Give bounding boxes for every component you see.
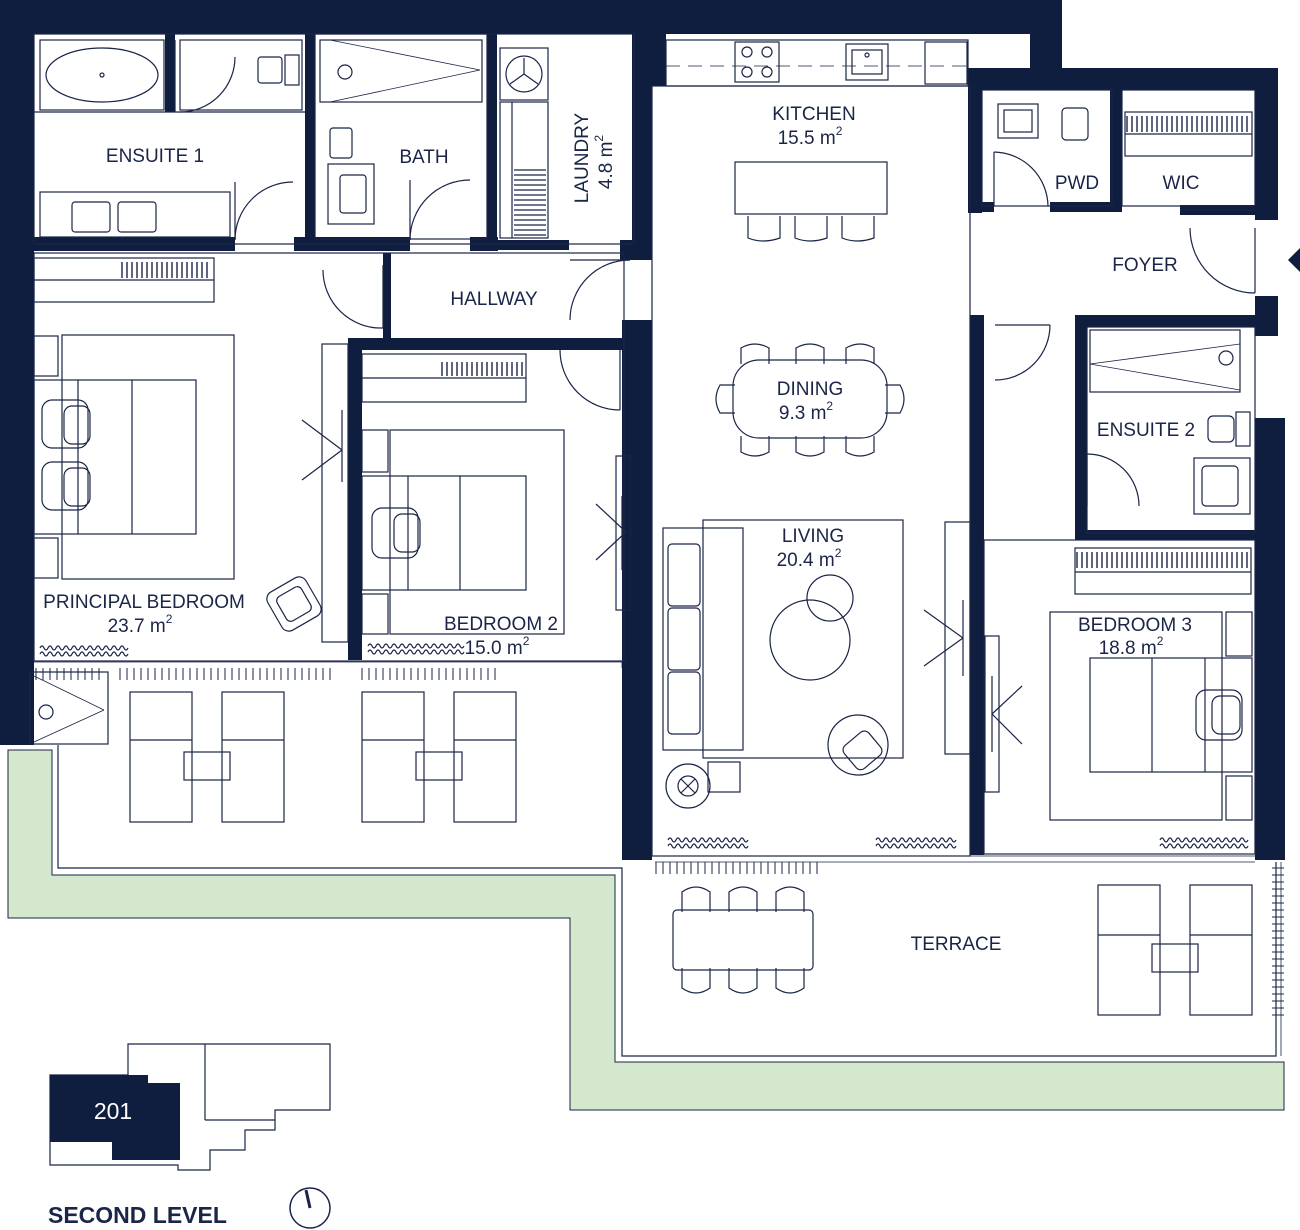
bedroom2-label: BEDROOM 2	[444, 614, 558, 635]
pwd-wic-fixtures	[993, 103, 1256, 294]
curtains	[39, 643, 1249, 849]
ensuite2-fixtures	[994, 324, 1251, 515]
living-label: LIVING	[782, 526, 844, 547]
laundry-label: LAUNDRY	[572, 112, 593, 203]
dining-furniture	[715, 343, 905, 457]
dining-chair	[795, 436, 825, 457]
ensuite1-fixtures	[39, 39, 303, 241]
kitchen-label: KITCHEN	[772, 104, 855, 125]
terrace-boundary	[30, 661, 1282, 1057]
wic-label: WIC	[1163, 173, 1200, 194]
curtain	[1159, 837, 1249, 843]
bedroom3-furniture	[984, 547, 1253, 821]
terrace-furniture	[29, 671, 1253, 1016]
bedroom2-furniture	[361, 349, 631, 635]
curtain	[367, 649, 465, 655]
bedroom3-area: 18.8 m2	[1099, 634, 1164, 659]
pwd-label: PWD	[1055, 173, 1099, 194]
principal-bedroom-label: PRINCIPAL BEDROOM	[43, 592, 245, 613]
bath-label: BATH	[399, 147, 448, 168]
curtain	[1159, 843, 1249, 849]
unit-number: 201	[94, 1098, 132, 1124]
bedroom3-label: BEDROOM 3	[1078, 615, 1192, 636]
terrace-chair	[728, 968, 758, 994]
ensuite1-label: ENSUITE 1	[106, 146, 204, 167]
curtain	[39, 645, 129, 651]
terrace-chair	[681, 968, 711, 994]
bedroom2-area: 15.0 m2	[465, 634, 530, 659]
curtain	[875, 843, 957, 849]
ensuite2-label: ENSUITE 2	[1097, 420, 1195, 441]
curtain	[39, 651, 129, 657]
dining-label: DINING	[777, 379, 844, 400]
terrace-chair	[775, 968, 805, 994]
dining-chair	[740, 436, 770, 457]
walls	[0, 0, 1285, 860]
principal-bedroom-furniture	[33, 257, 384, 643]
laundry-area: 4.8 m2	[592, 135, 617, 190]
curtain	[875, 837, 957, 843]
terrace-label: TERRACE	[911, 934, 1002, 955]
unit-201-highlight	[50, 1075, 180, 1160]
dining-chair	[715, 384, 735, 414]
dining-chair	[795, 343, 825, 364]
hallway-label: HALLWAY	[450, 289, 538, 310]
dining-chair	[740, 343, 770, 364]
laundry-fixtures	[499, 47, 631, 321]
curtain	[667, 843, 749, 849]
key-plan: 201	[49, 1043, 331, 1171]
dining-chair	[845, 343, 875, 364]
curtain	[367, 643, 465, 649]
kitchen-area: 15.5 m2	[778, 124, 843, 149]
principal-bedroom-area: 23.7 m2	[108, 612, 173, 637]
terrace-chair	[775, 886, 805, 912]
entry-arrow-icon	[1288, 248, 1300, 272]
kitchen-fixtures	[665, 39, 969, 242]
laundry-label-group: LAUNDRY 4.8 m2	[572, 112, 617, 203]
dining-area: 9.3 m2	[779, 399, 834, 424]
foyer-label: FOYER	[1112, 255, 1177, 276]
living-furniture	[662, 519, 971, 809]
curtain	[667, 837, 749, 843]
terrace-chair	[728, 886, 758, 912]
level-label: SECOND LEVEL	[48, 1202, 227, 1228]
north-arrow-icon	[289, 1187, 331, 1229]
dining-chair	[885, 384, 905, 414]
bath-fixtures	[319, 39, 483, 241]
garden-strip	[7, 749, 1285, 1111]
dining-chair	[845, 436, 875, 457]
living-area: 20.4 m2	[777, 546, 842, 571]
terrace-chair	[681, 886, 711, 912]
railing-ticks	[35, 116, 1284, 1016]
